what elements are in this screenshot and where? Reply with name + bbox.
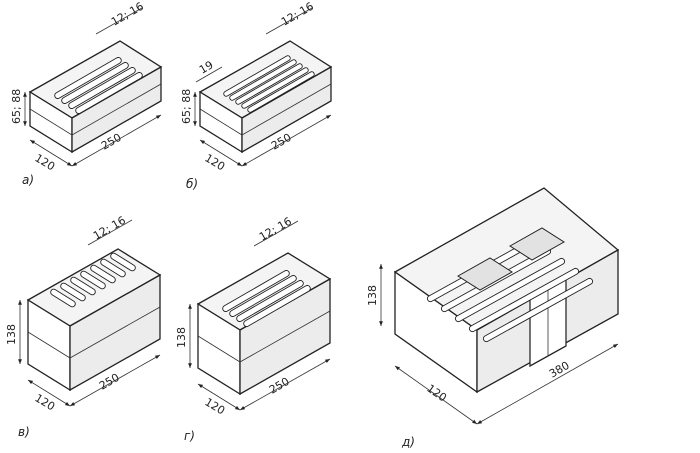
figure-b: 65; 88 120 250 12; 16 19 б) xyxy=(180,0,333,191)
figure-c: 138 120 250 12; 16 в) xyxy=(5,214,162,439)
dim-height-e: 138 xyxy=(366,285,379,306)
dim-slot-a: 12; 16 xyxy=(109,0,146,29)
brick-d-holes xyxy=(222,270,311,327)
dim-height-b: 65; 88 xyxy=(180,89,193,124)
dim-height-d: 138 xyxy=(175,327,188,348)
brick-a-holes xyxy=(54,57,143,114)
dim-slot-d: 12; 16 xyxy=(257,215,294,244)
dim-height-c: 138 xyxy=(5,324,18,345)
block-e-void-1 xyxy=(457,257,513,291)
figure-e: 138 120 380 д) xyxy=(366,187,620,449)
caption-d: г) xyxy=(184,429,195,443)
dim-length-c: 250 xyxy=(97,371,122,393)
dim-length-d: 250 xyxy=(267,375,292,397)
figure-a: 65; 88 120 250 12; 16 а) xyxy=(10,0,163,187)
dim-width-c: 120 xyxy=(32,391,57,413)
brick-c-holes xyxy=(50,252,136,308)
brick-b-holes xyxy=(223,55,315,113)
dim-extra-b: 19 xyxy=(197,58,216,76)
dim-slot-b: 12; 16 xyxy=(279,0,316,29)
dim-slot-c: 12; 16 xyxy=(91,214,128,243)
caption-b: б) xyxy=(186,177,198,191)
dim-width-d: 120 xyxy=(202,395,227,417)
dim-height-a: 65; 88 xyxy=(10,89,23,124)
figure-d: 138 120 250 12; 16 г) xyxy=(175,215,332,443)
caption-e: д) xyxy=(401,435,415,449)
caption-c: в) xyxy=(18,425,30,439)
caption-a: а) xyxy=(22,173,34,187)
block-e-void-2 xyxy=(509,227,565,261)
